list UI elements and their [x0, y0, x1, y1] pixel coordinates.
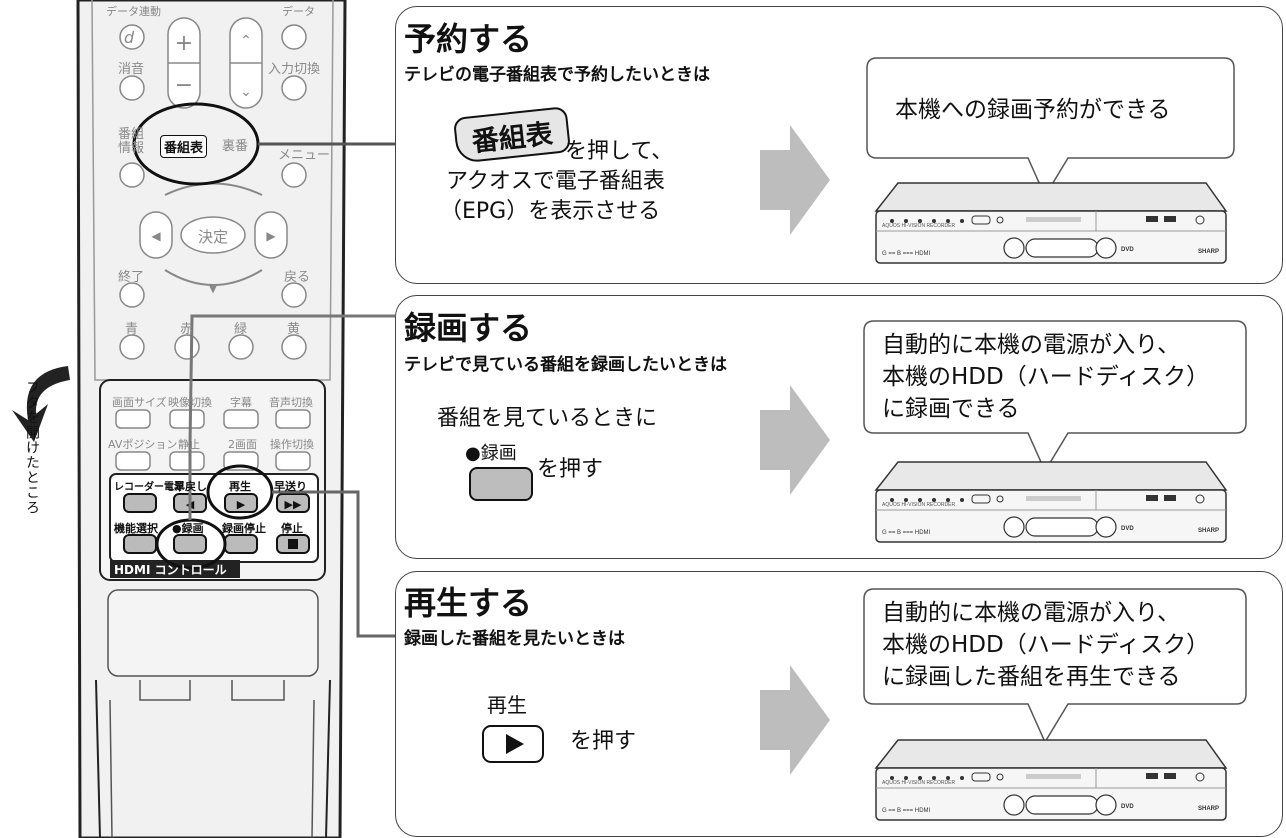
- label-d-button: d: [124, 28, 135, 47]
- svg-text:⌄: ⌄: [240, 84, 252, 100]
- recorder-illustration: [875, 182, 1227, 264]
- right-arrow-icon: [760, 665, 830, 775]
- bubble-play-line-2: 本機のHDD（ハードディスク）: [882, 632, 1210, 658]
- label-yellow: 黄: [287, 322, 301, 337]
- right-arrow-icon: [760, 385, 830, 495]
- panel-play-title: 再生する: [404, 584, 533, 622]
- bubble-play-line-1: 自動的に本機の電源が入り、: [882, 600, 1181, 626]
- label-op-switch: 操作切換: [270, 438, 314, 451]
- label-audio-switch: 音声切換: [269, 396, 313, 409]
- label-green: 緑: [234, 322, 248, 337]
- panel-record-push-text: を押す: [537, 457, 604, 482]
- leader-line-record: [188, 314, 395, 520]
- bubble-record-line-3: に録画できる: [882, 396, 1020, 422]
- speech-bubble-play: [863, 588, 1247, 744]
- label-stop: 停止: [281, 522, 303, 535]
- svg-text:▼: ▼: [209, 282, 218, 295]
- label-recorder-power: レコーダー電源: [114, 482, 184, 493]
- svg-text:▶: ▶: [237, 498, 246, 511]
- panel-reserve-body-2: アクオスで電子番組表: [446, 169, 665, 194]
- label-hdmi-control: HDMI コントロール: [114, 563, 227, 577]
- panel-record-subtitle: テレビで見ている番組を録画したいときは: [404, 355, 727, 375]
- play-button-caption: 再生: [487, 693, 527, 717]
- label-mute: 消音: [118, 62, 145, 77]
- label-data-link: データ連動: [106, 5, 161, 18]
- down-arrow-key: [164, 269, 263, 286]
- panel-reserve-title: 予約する: [404, 20, 533, 58]
- panel-reserve-body-1: を押して、: [565, 139, 674, 164]
- panel-reserve-body-3: （EPG）を表示させる: [440, 199, 661, 224]
- label-menu: メニュー: [278, 148, 331, 163]
- open-lid-arrow-icon: [12, 366, 70, 442]
- label-subtitle: 字幕: [230, 396, 252, 409]
- play-button[interactable]: [482, 725, 544, 763]
- panel-record-body-1: 番組を見ているときに: [437, 406, 658, 431]
- lid-open-caption: フタを開けたところ: [24, 380, 40, 515]
- svg-text:−: −: [175, 73, 193, 98]
- remote-play-key-label[interactable]: 再生: [229, 480, 251, 493]
- label-bangumi-info: 番組情報: [118, 127, 145, 156]
- remote-record-key-label[interactable]: ●録画: [172, 522, 204, 535]
- leader-line-play: [272, 490, 395, 638]
- label-ura: 裏番: [222, 139, 249, 154]
- label-red: 赤: [180, 322, 194, 337]
- svg-text:▶: ▶: [266, 229, 276, 243]
- bubble-play-line-3: に録画した番組を再生できる: [882, 664, 1181, 690]
- panel-play-subtitle: 録画した番組を見たいときは: [404, 629, 625, 649]
- bubble-reserve-line-1: 本機への録画予約ができる: [895, 97, 1171, 123]
- label-func-select: 機能選択: [114, 522, 158, 535]
- bubble-record-line-1: 自動的に本機の電源が入り、: [882, 332, 1181, 358]
- label-video-switch: 映像切換: [168, 396, 212, 409]
- label-fast-forward: 早送り: [274, 480, 307, 493]
- svg-text:◀: ◀: [151, 229, 161, 243]
- remote-bangumi-hyo-key[interactable]: 番組表: [160, 135, 208, 158]
- label-seishi: 静止: [178, 438, 200, 451]
- recorder-illustration: [875, 739, 1227, 821]
- label-av-position: AVポジション: [108, 438, 178, 451]
- remote-control-illustration: + − ⌃ ⌄ ◀ ▶ ▼ ▶ ▶▶: [12, 0, 395, 838]
- label-data: データ: [282, 5, 315, 18]
- right-arrow-icon: [760, 125, 830, 235]
- label-modoru: 戻る: [284, 270, 311, 285]
- panel-record-title: 録画する: [404, 309, 533, 347]
- label-input-switch: 入力切換: [268, 62, 321, 77]
- play-triangle-icon: [506, 734, 524, 754]
- label-blue: 青: [125, 322, 139, 337]
- speech-bubble-reserve: [866, 57, 1235, 198]
- remote-kettei-key[interactable]: 決定: [198, 228, 229, 246]
- record-button[interactable]: [469, 467, 533, 501]
- recorder-illustration: [875, 461, 1227, 543]
- svg-text:+: +: [175, 31, 193, 56]
- speech-bubble-record: [863, 320, 1247, 473]
- label-rec-stop: 録画停止: [222, 522, 266, 535]
- label-shuryo: 終了: [118, 270, 145, 285]
- label-rewind: 早戻し: [174, 480, 207, 493]
- svg-text:▶▶: ▶▶: [285, 498, 302, 511]
- label-screen-size: 画面サイズ: [112, 396, 167, 409]
- panel-play-push-text: を押す: [570, 729, 637, 754]
- svg-text:⌃: ⌃: [240, 33, 252, 49]
- label-two-screen: 2画面: [228, 438, 257, 451]
- panel-reserve-subtitle: テレビの電子番組表で予約したいときは: [404, 65, 710, 85]
- record-button-caption: ●録画: [465, 443, 517, 464]
- bubble-record-line-2: 本機のHDD（ハードディスク）: [882, 364, 1210, 390]
